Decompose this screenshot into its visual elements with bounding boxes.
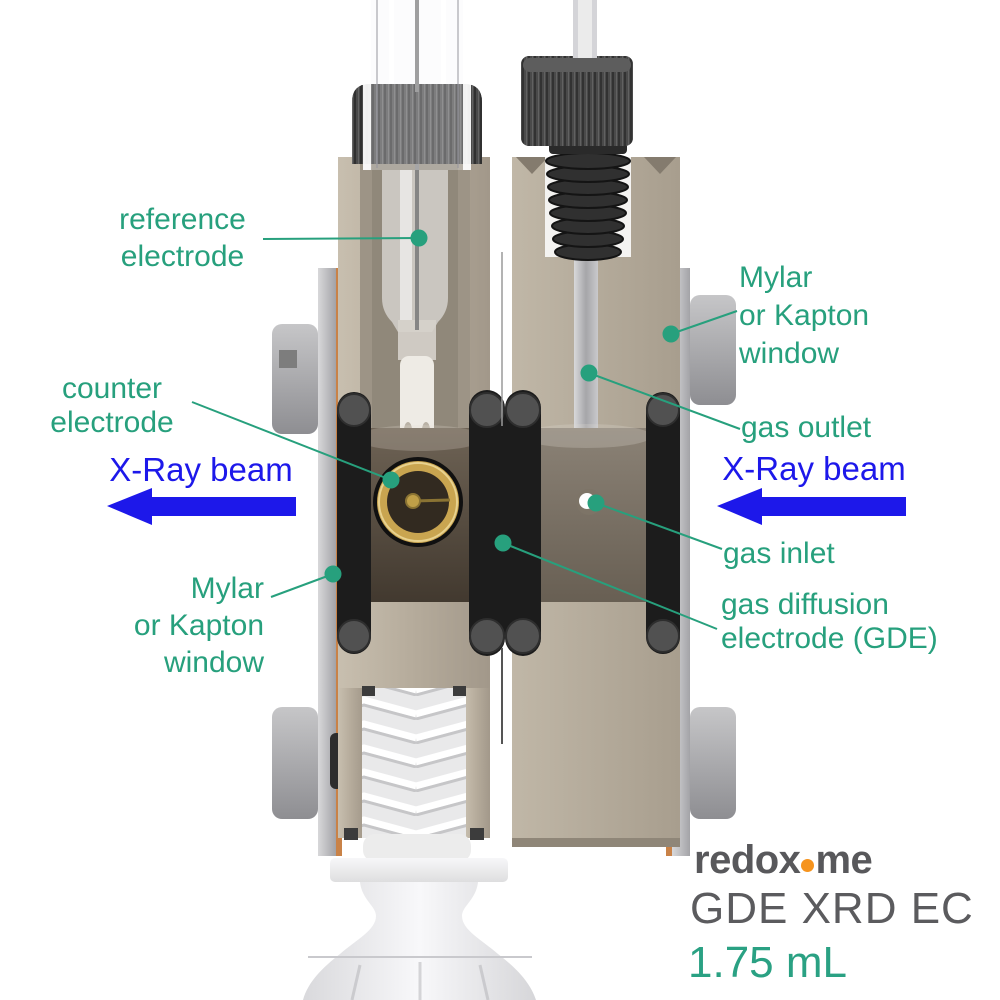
plug-flange bbox=[330, 858, 508, 882]
label-line: X-Ray beam bbox=[722, 450, 906, 487]
logo-text-1: redox bbox=[694, 838, 801, 882]
cell-volume: 1.75 mL bbox=[688, 938, 847, 987]
label-xray-beam-right: X-Ray beam bbox=[709, 451, 919, 487]
o-ring-left bbox=[337, 392, 371, 654]
plug-base bbox=[363, 834, 471, 862]
label-line: window bbox=[739, 337, 840, 370]
gas-fitting bbox=[521, 0, 633, 261]
clamp-left-upper bbox=[272, 324, 318, 434]
label-line: Mylar bbox=[739, 261, 813, 294]
clamp-left-detail bbox=[279, 350, 297, 368]
bottom-plug-threads bbox=[362, 688, 466, 838]
label-line: or Kapton bbox=[133, 609, 264, 642]
logo-text-2: me bbox=[815, 838, 873, 882]
collection-bottle bbox=[303, 882, 536, 1000]
label-line: counter bbox=[61, 372, 163, 405]
label-line: window bbox=[163, 646, 264, 679]
label-gas-inlet: gas inlet bbox=[723, 535, 835, 572]
label-line: reference bbox=[119, 203, 246, 236]
product-name: GDE XRD EC bbox=[690, 884, 974, 933]
gas-inlet-hole bbox=[576, 489, 602, 515]
label-line: gas outlet bbox=[741, 411, 872, 444]
clamp-right-upper bbox=[690, 295, 736, 405]
label-mylar-window-left: Mylar or Kapton window bbox=[96, 570, 264, 681]
label-gas-diffusion-electrode: gas diffusion electrode (GDE) bbox=[721, 588, 938, 656]
clamp-right-lower bbox=[690, 707, 736, 819]
label-line: electrode (GDE) bbox=[721, 622, 938, 655]
label-line: or Kapton bbox=[739, 299, 870, 332]
reference-electrode-wire bbox=[415, 80, 419, 330]
clamp-left-lower bbox=[272, 707, 318, 819]
o-ring-mid-left bbox=[469, 390, 505, 656]
label-line: gas diffusion bbox=[721, 588, 889, 621]
label-line: electrode bbox=[50, 406, 174, 439]
counter-electrode-disc bbox=[373, 457, 463, 547]
label-line: gas inlet bbox=[723, 537, 835, 570]
o-ring-right bbox=[646, 392, 680, 654]
label-reference-electrode: reference electrode bbox=[95, 201, 270, 275]
label-line: electrode bbox=[120, 240, 245, 273]
window-frame-left bbox=[272, 268, 343, 856]
bottom-assembly bbox=[303, 834, 536, 1000]
reference-port-glass bbox=[363, 0, 471, 170]
o-ring-mid-right bbox=[505, 390, 541, 656]
label-xray-beam-left: X-Ray beam bbox=[96, 452, 306, 488]
reference-port bbox=[352, 0, 482, 170]
label-mylar-window-right: Mylar or Kapton window bbox=[739, 259, 869, 373]
label-gas-outlet: gas outlet bbox=[741, 409, 871, 446]
label-counter-electrode: counter electrode bbox=[28, 372, 196, 440]
label-line: X-Ray beam bbox=[109, 451, 293, 488]
label-line: Mylar bbox=[190, 572, 264, 605]
logo-orange-dot-icon bbox=[801, 859, 815, 872]
